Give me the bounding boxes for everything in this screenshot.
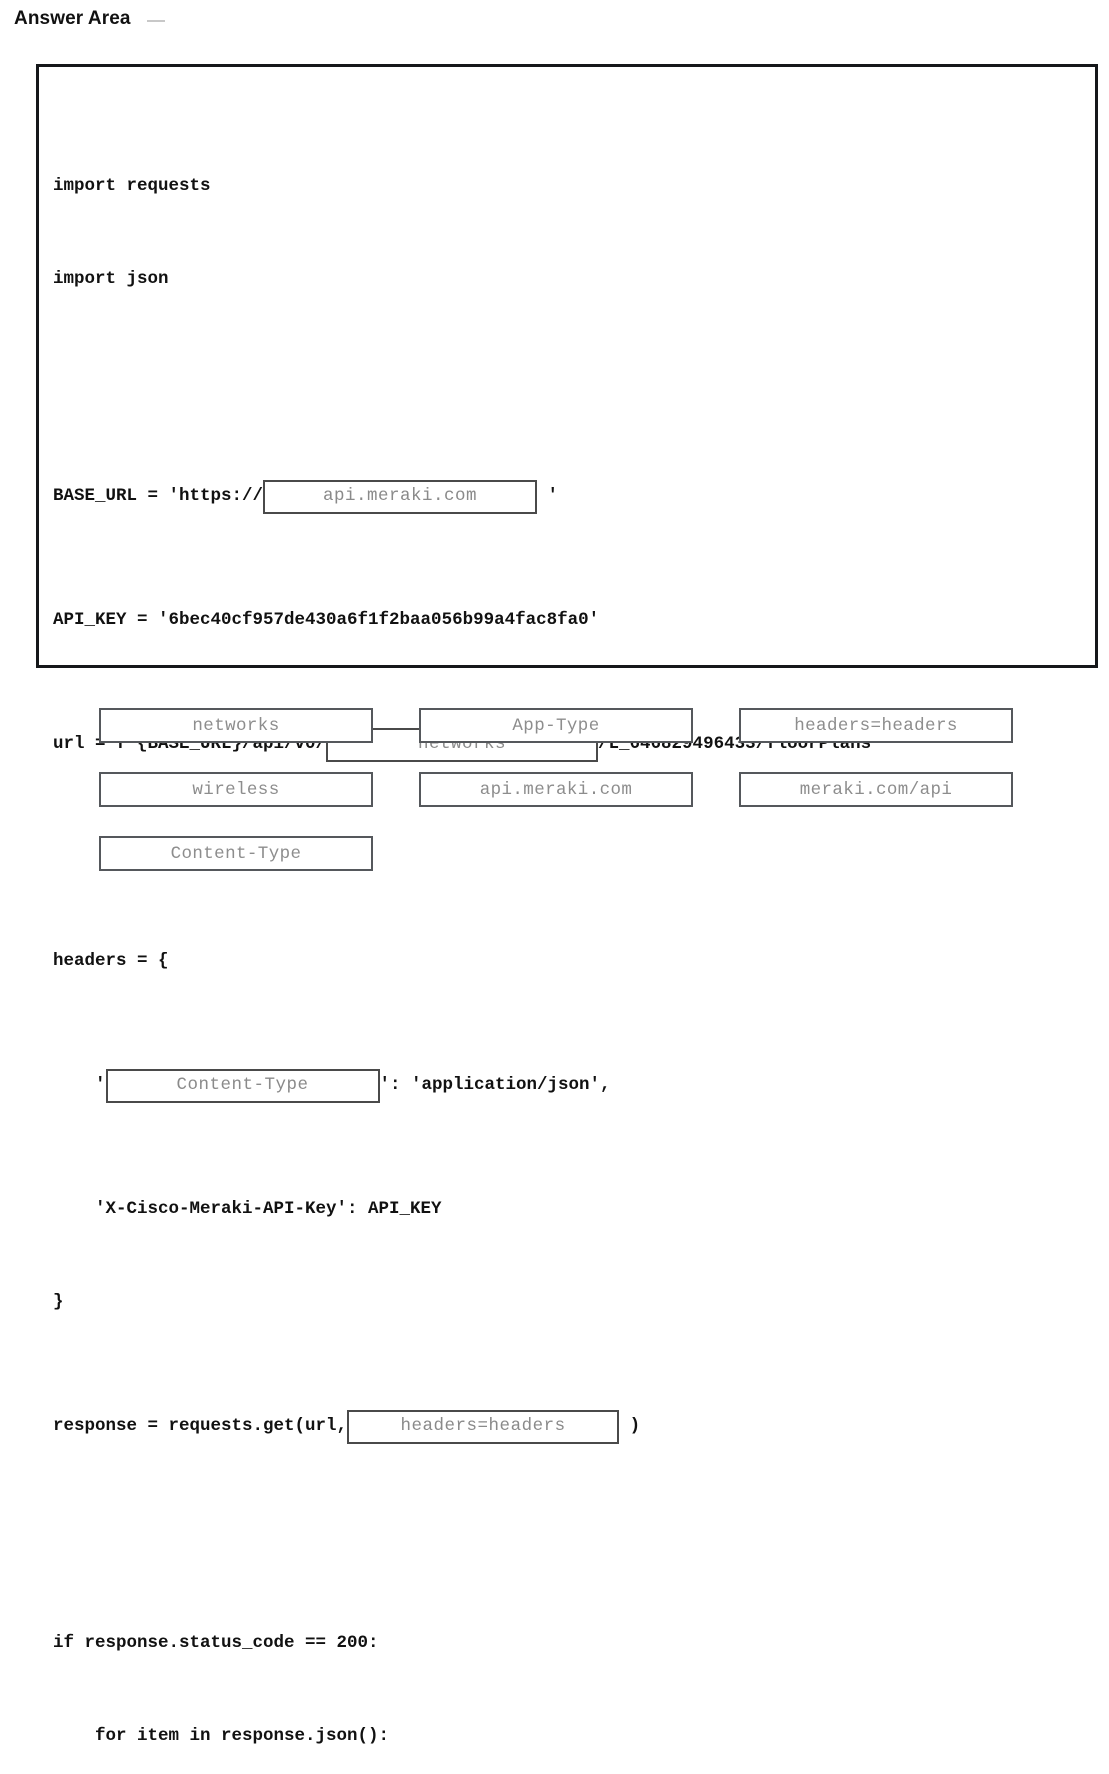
- code-answer-frame: import requests import json BASE_URL = '…: [36, 64, 1098, 1746]
- code-line: import json: [53, 264, 882, 295]
- drop-target-request-kwarg[interactable]: headers=headers: [347, 1409, 620, 1444]
- code-text: import requests: [53, 176, 211, 196]
- page-title: Answer Area: [14, 8, 131, 29]
- code-line: }: [53, 1287, 882, 1318]
- code-line: import requests: [53, 171, 882, 202]
- horizontal-dash-icon: [146, 20, 165, 22]
- code-line: headers = {: [53, 946, 882, 977]
- code-text: ': [537, 486, 559, 506]
- code-line: for item in response.json():: [53, 1721, 882, 1752]
- option-tile-content-type[interactable]: Content-Type: [99, 836, 373, 871]
- code-line-blank: [53, 357, 882, 388]
- option-tile-wireless[interactable]: wireless: [99, 772, 373, 807]
- option-slot-empty: [739, 836, 1013, 871]
- code-line: if response.status_code == 200:: [53, 1628, 882, 1659]
- code-text: 'X-Cisco-Meraki-API-Key': API_KEY: [53, 1199, 442, 1219]
- code-text: ': 'application/json',: [379, 1075, 611, 1095]
- code-text: headers = {: [53, 951, 169, 971]
- code-text: ): [619, 1416, 641, 1436]
- drop-target-base-url[interactable]: api.meraki.com: [263, 479, 538, 514]
- code-text: ': [53, 1075, 106, 1095]
- option-tile-app-type[interactable]: App-Type: [419, 708, 693, 743]
- code-text: BASE_URL = 'https://: [53, 486, 264, 506]
- option-tile-networks[interactable]: networks: [99, 708, 373, 743]
- option-slot-empty: [419, 836, 693, 871]
- python-code-block: import requests import json BASE_URL = '…: [53, 78, 882, 1774]
- code-text: response = requests.get(url,: [53, 1416, 348, 1436]
- option-tile-meraki-com-api[interactable]: meraki.com/api: [739, 772, 1013, 807]
- code-text: API_KEY = '6bec40cf957de430a6f1f2baa056b…: [53, 610, 600, 630]
- code-line: 'X-Cisco-Meraki-API-Key': API_KEY: [53, 1194, 882, 1225]
- answer-area-header: Answer Area: [14, 8, 165, 30]
- option-tile-headers-headers[interactable]: headers=headers: [739, 708, 1013, 743]
- code-line: 'Content-Type': 'application/json',: [53, 1068, 882, 1103]
- code-text: }: [53, 1292, 64, 1312]
- drop-target-header-key[interactable]: Content-Type: [105, 1068, 380, 1103]
- code-text: if response.status_code == 200:: [53, 1633, 379, 1653]
- option-tile-api-meraki-com[interactable]: api.meraki.com: [419, 772, 693, 807]
- code-text: import json: [53, 269, 169, 289]
- answer-options-pool: networks App-Type headers=headers wirele…: [99, 708, 1013, 871]
- code-line: BASE_URL = 'https://api.meraki.com ': [53, 479, 882, 514]
- code-line: response = requests.get(url,headers=head…: [53, 1409, 882, 1444]
- code-text: for item in response.json():: [53, 1726, 390, 1746]
- code-line: API_KEY = '6bec40cf957de430a6f1f2baa056b…: [53, 605, 882, 636]
- code-line-blank: [53, 1535, 882, 1566]
